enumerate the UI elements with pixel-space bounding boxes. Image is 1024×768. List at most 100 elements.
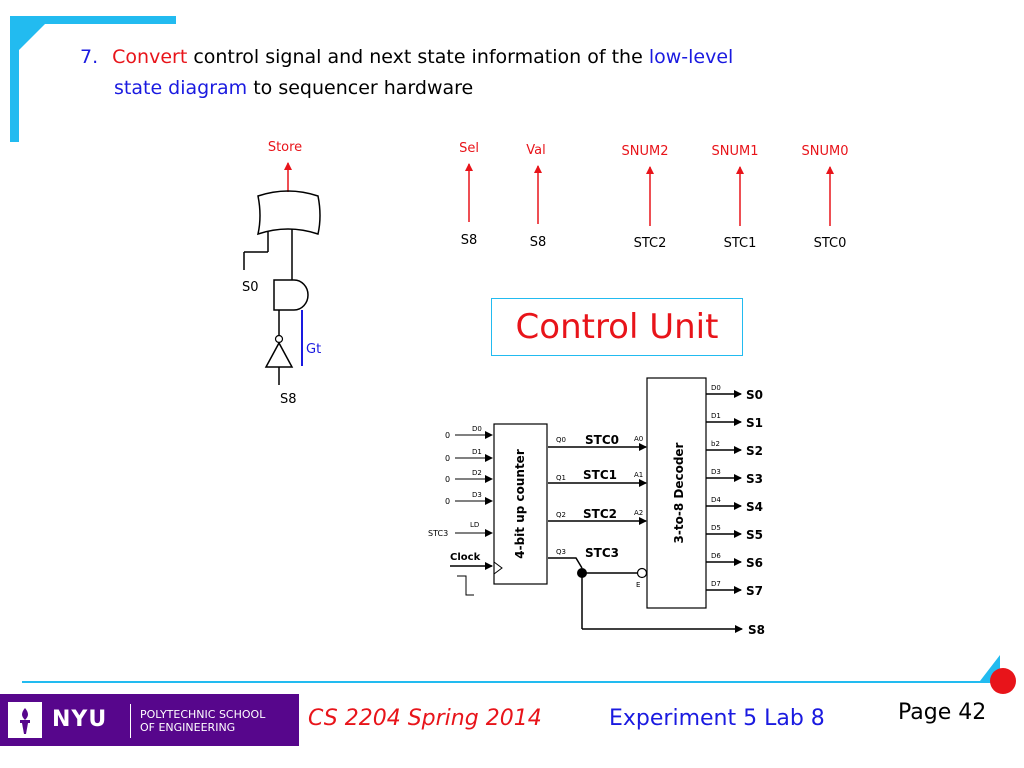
a2-pin: A2 — [634, 509, 643, 517]
store-label: Store — [268, 140, 302, 155]
clock-triangle-icon — [493, 561, 503, 575]
counter-input-d0: 0 D0 — [445, 425, 493, 440]
clock-waveform-icon — [457, 575, 474, 596]
inverter-icon — [264, 341, 294, 368]
snum0-label: SNUM0 — [802, 144, 849, 159]
decoder-output-label: S5 — [746, 528, 763, 542]
counter-input-d1: 0 D1 — [445, 448, 493, 463]
d1-pin: D1 — [472, 448, 482, 456]
and-gate-icon — [273, 279, 309, 311]
decoder-pin: D4 — [711, 496, 721, 504]
map-val: Val S8 — [526, 143, 546, 250]
counter-label: 4-bit up counter — [513, 449, 527, 559]
s0-label: S0 — [242, 280, 259, 295]
sel-label: Sel — [459, 141, 479, 156]
footer-divider — [22, 681, 998, 683]
decoder-output-label: S7 — [746, 584, 763, 598]
decoder-pin: D1 — [711, 412, 721, 420]
nyu-logo — [0, 694, 299, 746]
enable-bubble-icon — [636, 567, 648, 579]
q0-pin: Q0 — [556, 436, 566, 444]
logo-separator — [130, 704, 131, 738]
sel-source: S8 — [461, 233, 478, 248]
decoder-label: 3-to-8 Decoder — [672, 442, 686, 543]
school-line-2: OF ENGINEERING — [140, 721, 236, 734]
control-unit-label: Control Unit — [515, 307, 719, 347]
map-snum1: SNUM1 STC1 — [712, 144, 759, 251]
or-gate-icon — [256, 190, 321, 236]
counter-clock-input: Clock — [450, 552, 493, 596]
footer-red-dot — [990, 668, 1016, 694]
snum2-source: STC2 — [634, 236, 667, 251]
experiment-label: Experiment 5 Lab 8 — [609, 706, 825, 731]
q1-pin: Q1 — [556, 474, 566, 482]
q3-signal: STC3 — [585, 546, 619, 560]
decoder-output-label: S1 — [746, 416, 763, 430]
store-gate-logic: Store S0 S8 Gt — [242, 140, 321, 407]
corner-accent-vertical — [10, 16, 19, 142]
school-name: POLYTECHNIC SCHOOL OF ENGINEERING — [140, 708, 265, 734]
snum0-source: STC0 — [814, 236, 847, 251]
ld-pin: LD — [470, 521, 479, 529]
signal-mapping: Sel S8 Val S8 SNUM2 STC2 SNUM1 STC1 SNUM… — [459, 141, 848, 251]
corner-accent-horizontal — [10, 16, 176, 24]
counter-input-d3: 0 D3 — [445, 491, 493, 506]
slide-number: 7. — [80, 46, 99, 68]
title-convert: Convert — [112, 46, 188, 68]
slide-title: 7.Convert control signal and next state … — [80, 42, 960, 104]
d2-pin: D2 — [472, 469, 482, 477]
title-low-level: low-level — [648, 46, 734, 68]
val-label: Val — [526, 143, 545, 158]
page-number: Page 42 — [898, 700, 987, 725]
d2-value: 0 — [445, 475, 450, 484]
d0-pin: D0 — [472, 425, 482, 433]
course-label: CS 2204 Spring 2014 — [308, 706, 542, 731]
decoder-output-label: S2 — [746, 444, 763, 458]
gt-label: Gt — [306, 342, 321, 357]
counter-output-q3: Q3 STC3 S8 — [548, 546, 765, 637]
control-unit-box — [491, 298, 743, 356]
decoder-pin: D0 — [711, 384, 721, 392]
title-end: to sequencer hardware — [247, 77, 474, 99]
clock-label: Clock — [450, 552, 481, 563]
enable-pin: E — [636, 581, 640, 589]
counter-output-q2: Q2 STC2 A2 — [548, 507, 647, 525]
decoder-output-label: S4 — [746, 500, 763, 514]
corner-accent-triangle — [19, 24, 45, 50]
map-snum0: SNUM0 STC0 — [802, 144, 849, 251]
counter-input-ld: STC3 LD — [428, 521, 493, 538]
decoder-pin: D3 — [711, 468, 721, 476]
decoder-pin: b2 — [711, 440, 720, 448]
q2-signal: STC2 — [583, 507, 617, 521]
school-line-1: POLYTECHNIC SCHOOL — [140, 708, 266, 721]
decoder-pin: D6 — [711, 552, 721, 560]
q2-pin: Q2 — [556, 511, 566, 519]
counter-input-d2: 0 D2 — [445, 469, 493, 484]
slide-title-line1: 7.Convert control signal and next state … — [80, 42, 960, 73]
val-source: S8 — [530, 235, 547, 250]
map-snum2: SNUM2 STC2 — [622, 144, 669, 251]
d0-value: 0 — [445, 431, 450, 440]
d1-value: 0 — [445, 454, 450, 463]
a1-pin: A1 — [634, 471, 643, 479]
sequencer-diagram: Store S0 S8 Gt Sel S8 Val S8 SNUM2 S — [242, 140, 848, 637]
a0-pin: A0 — [634, 435, 643, 443]
counter-block — [493, 423, 548, 585]
map-sel: Sel S8 — [459, 141, 479, 248]
counter-circuit: 4-bit up counter 0 D0 0 D1 0 D2 0 D3 STC… — [428, 423, 765, 637]
d3-pin: D3 — [472, 491, 482, 499]
ld-signal: STC3 — [428, 529, 448, 538]
snum1-source: STC1 — [724, 236, 757, 251]
d3-value: 0 — [445, 497, 450, 506]
decoder-output-label: S0 — [746, 388, 763, 402]
decoder-output-label: S3 — [746, 472, 763, 486]
